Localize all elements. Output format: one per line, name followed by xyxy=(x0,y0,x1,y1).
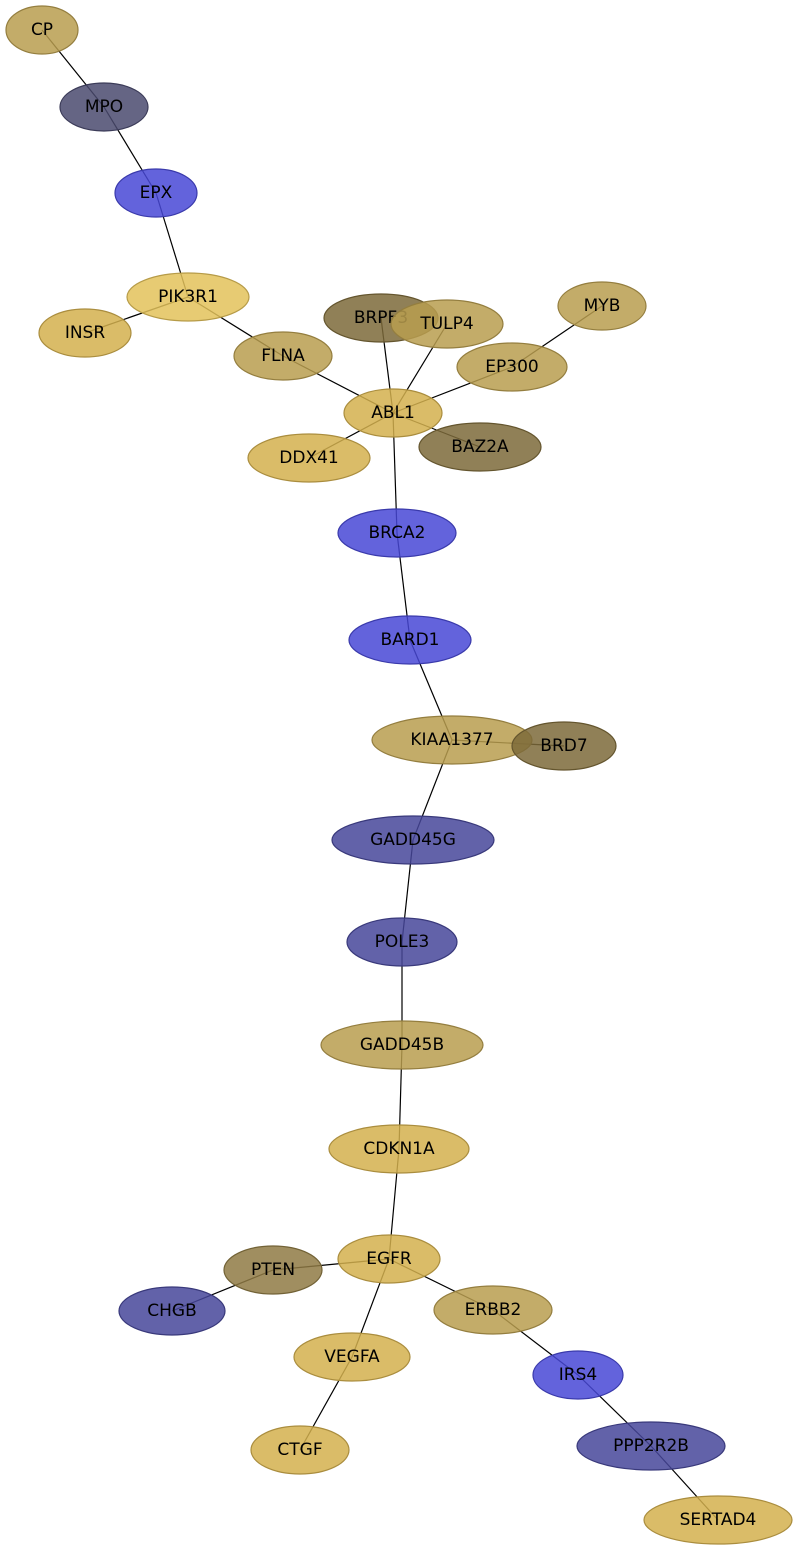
node-label: MYB xyxy=(584,296,621,316)
node-label: TULP4 xyxy=(419,314,473,334)
node-shape xyxy=(576,1421,726,1471)
node-shape xyxy=(348,615,472,665)
node-label: CTGF xyxy=(277,1440,322,1460)
node-shape xyxy=(59,82,149,132)
node-insr[interactable]: INSR xyxy=(38,308,132,358)
node-shape xyxy=(337,508,457,558)
node-epx[interactable]: EPX xyxy=(114,168,198,218)
node-shape xyxy=(114,168,198,218)
node-shape xyxy=(643,1495,793,1545)
node-cdkn1a[interactable]: CDKN1A xyxy=(328,1124,470,1174)
node-pole3[interactable]: POLE3 xyxy=(346,917,458,967)
node-shape xyxy=(331,815,495,865)
node-label: BRCA2 xyxy=(369,523,426,543)
node-shape xyxy=(247,433,371,483)
node-label: GADD45G xyxy=(370,830,456,850)
node-label: DDX41 xyxy=(279,448,338,468)
node-shape xyxy=(38,308,132,358)
node-shape xyxy=(456,342,568,392)
node-ddx41[interactable]: DDX41 xyxy=(247,433,371,483)
node-shape xyxy=(250,1425,350,1475)
node-shape xyxy=(343,388,443,438)
node-shape xyxy=(5,5,79,55)
node-label: ERBB2 xyxy=(465,1300,522,1320)
node-shape xyxy=(337,1234,441,1284)
node-vegfa[interactable]: VEGFA xyxy=(293,1332,411,1382)
node-label: ABL1 xyxy=(371,403,415,423)
node-label: CDKN1A xyxy=(363,1139,435,1159)
node-erbb2[interactable]: ERBB2 xyxy=(433,1285,553,1335)
node-abl1[interactable]: ABL1 xyxy=(343,388,443,438)
node-label: SERTAD4 xyxy=(680,1510,757,1530)
node-shape xyxy=(293,1332,411,1382)
node-egfr[interactable]: EGFR xyxy=(337,1234,441,1284)
node-gadd45b[interactable]: GADD45B xyxy=(320,1020,484,1070)
node-brd7[interactable]: BRD7 xyxy=(511,721,617,771)
node-bard1[interactable]: BARD1 xyxy=(348,615,472,665)
node-label: BRD7 xyxy=(540,736,587,756)
node-gadd45g[interactable]: GADD45G xyxy=(331,815,495,865)
node-label: CP xyxy=(31,20,53,40)
node-baz2a[interactable]: BAZ2A xyxy=(418,422,542,472)
node-label: EPX xyxy=(140,183,173,203)
node-shape xyxy=(233,331,333,381)
node-label: PTEN xyxy=(251,1260,295,1280)
node-chgb[interactable]: CHGB xyxy=(118,1286,226,1336)
node-shape xyxy=(320,1020,484,1070)
node-shape xyxy=(511,721,617,771)
node-label: IRS4 xyxy=(559,1365,597,1385)
node-label: EGFR xyxy=(366,1249,412,1269)
node-sertad4[interactable]: SERTAD4 xyxy=(643,1495,793,1545)
node-shape xyxy=(118,1286,226,1336)
node-shape xyxy=(532,1350,624,1400)
node-shape xyxy=(418,422,542,472)
node-pik3r1[interactable]: PIK3R1 xyxy=(126,272,250,322)
node-cp[interactable]: CP xyxy=(5,5,79,55)
node-shape xyxy=(390,299,504,349)
node-label: PPP2R2B xyxy=(613,1436,689,1456)
node-mpo[interactable]: MPO xyxy=(59,82,149,132)
node-kiaa1377[interactable]: KIAA1377 xyxy=(371,715,533,765)
node-shape xyxy=(223,1245,323,1295)
node-ppp2r2b[interactable]: PPP2R2B xyxy=(576,1421,726,1471)
node-label: EP300 xyxy=(485,357,538,377)
node-label: CHGB xyxy=(147,1301,197,1321)
node-ctgf[interactable]: CTGF xyxy=(250,1425,350,1475)
node-shape xyxy=(126,272,250,322)
node-brca2[interactable]: BRCA2 xyxy=(337,508,457,558)
node-label: INSR xyxy=(65,323,106,343)
node-shape xyxy=(328,1124,470,1174)
node-tulp4[interactable]: TULP4 xyxy=(390,299,504,349)
node-shape xyxy=(557,281,647,331)
node-label: KIAA1377 xyxy=(410,730,493,750)
node-label: PIK3R1 xyxy=(158,287,218,307)
node-myb[interactable]: MYB xyxy=(557,281,647,331)
node-label: MPO xyxy=(85,97,123,117)
node-shape xyxy=(433,1285,553,1335)
node-label: BAZ2A xyxy=(451,437,509,457)
node-label: GADD45B xyxy=(360,1035,444,1055)
node-label: FLNA xyxy=(261,346,305,366)
node-label: BARD1 xyxy=(380,630,439,650)
node-pten[interactable]: PTEN xyxy=(223,1245,323,1295)
node-label: VEGFA xyxy=(324,1347,380,1367)
node-ep300[interactable]: EP300 xyxy=(456,342,568,392)
node-flna[interactable]: FLNA xyxy=(233,331,333,381)
node-shape xyxy=(346,917,458,967)
node-irs4[interactable]: IRS4 xyxy=(532,1350,624,1400)
node-label: POLE3 xyxy=(375,932,430,952)
